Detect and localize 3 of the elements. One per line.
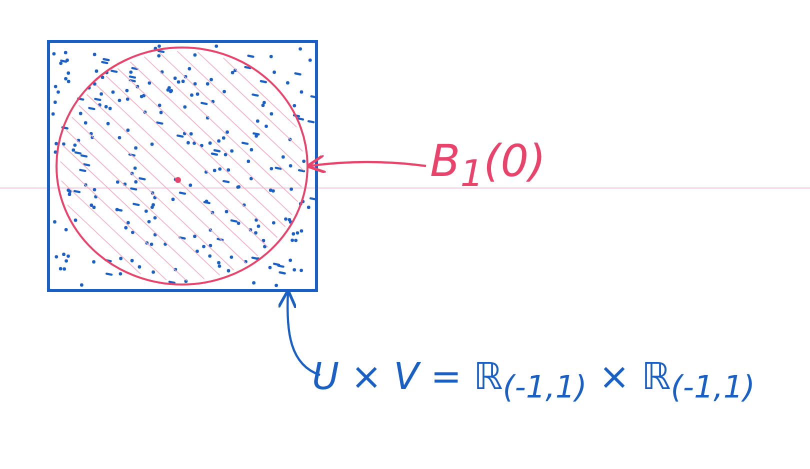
math-label: U × V = ℝ$_{(-1,1)}$ × ℝ$_{(-1,1)}$ <box>312 355 756 406</box>
math-label: B$_{1}$(0) <box>430 136 546 196</box>
arrow <box>306 154 426 174</box>
